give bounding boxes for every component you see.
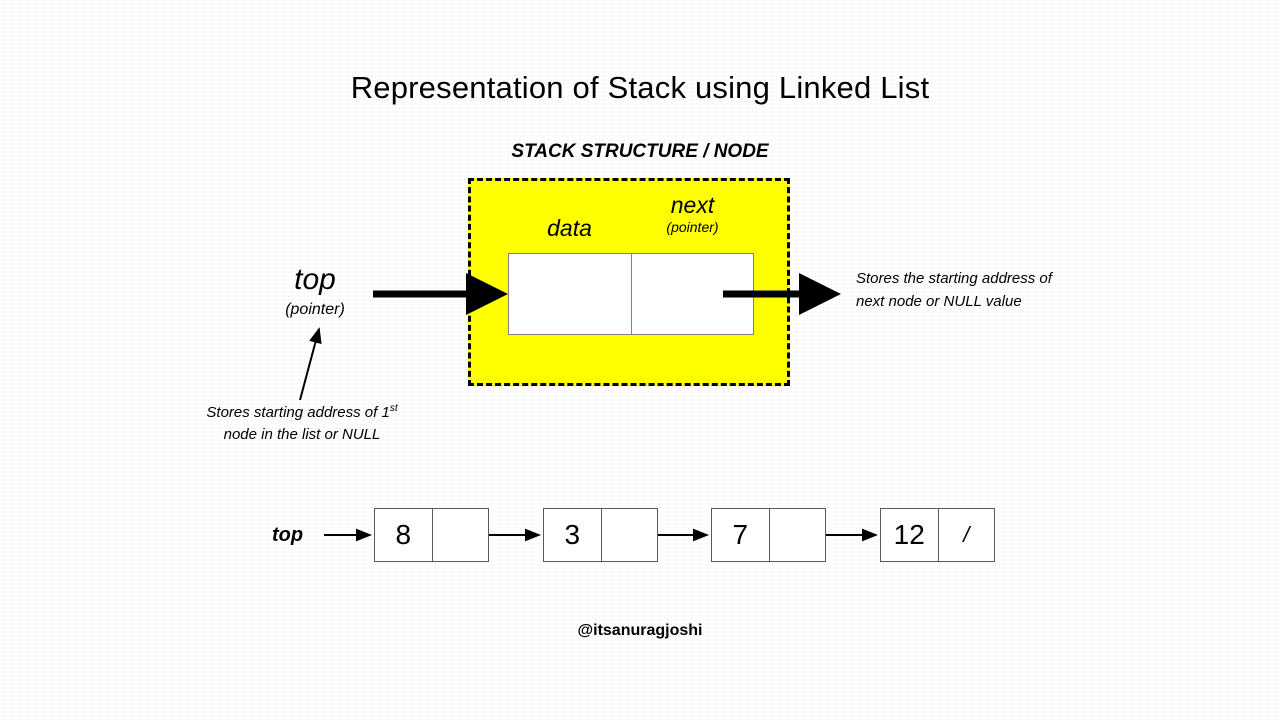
list-node-4: 12 /	[880, 508, 995, 562]
node-data-cell	[509, 254, 631, 334]
right-annotation-line2: next node or NULL value	[856, 293, 1022, 310]
left-annotation: Stores starting address of 1st node in t…	[178, 402, 426, 446]
data-field-label: data	[547, 215, 592, 241]
left-annotation-line2: node in the list or NULL	[223, 426, 381, 443]
top-pointer-label: top	[294, 263, 336, 296]
list-node-3: 7	[711, 508, 826, 562]
left-annotation-line1-pre: Stores starting address of 1	[206, 404, 390, 421]
list-node-2-data: 3	[564, 519, 581, 550]
author-credit: @itsanuragjoshi	[577, 622, 703, 639]
list-node-1-data: 8	[395, 519, 412, 550]
list-node-1-next	[431, 509, 489, 561]
next-field-label: next	[670, 192, 715, 218]
page-title: Representation of Stack using Linked Lis…	[350, 70, 930, 105]
list-node-1: 8	[374, 508, 489, 562]
section-subtitle: STACK STRUCTURE / NODE	[511, 141, 769, 162]
left-annotation-superscript: st	[389, 403, 398, 414]
right-annotation-line1: Stores the starting address of	[856, 270, 1052, 287]
linked-list-head-label: top	[272, 524, 304, 546]
left-note-callout-arrow	[299, 327, 322, 401]
list-node-3-data: 7	[732, 519, 749, 550]
right-annotation: Stores the starting address of next node…	[856, 267, 1106, 313]
list-node-3-next	[768, 509, 826, 561]
top-pointer-sublabel: (pointer)	[285, 301, 345, 318]
list-node-2-next	[600, 509, 658, 561]
list-node-4-next: /	[937, 509, 995, 561]
list-node-4-data: 12	[893, 519, 925, 550]
next-field-sublabel: (pointer)	[666, 219, 719, 235]
list-node-2: 3	[543, 508, 658, 562]
node-cells	[508, 253, 754, 335]
node-next-cell	[631, 254, 753, 334]
